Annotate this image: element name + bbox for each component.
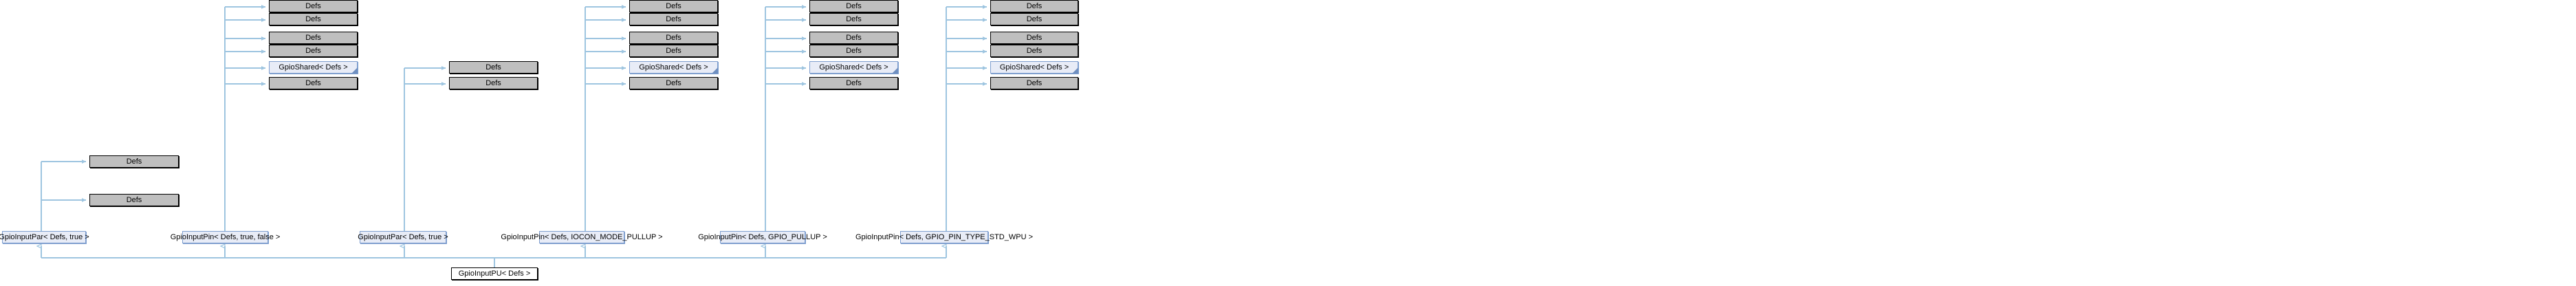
class-node-c5-defs-5[interactable]: Defs <box>809 77 898 89</box>
class-node-label: Defs <box>1026 78 1043 87</box>
class-node-label: Defs <box>305 46 321 55</box>
class-node-c6-shared[interactable]: GpioShared< Defs > <box>990 61 1078 74</box>
class-node-label: Defs <box>666 1 681 10</box>
class-node-label: Defs <box>305 33 321 42</box>
class-node-c4-defs-3[interactable]: Defs <box>629 32 718 44</box>
class-node-c3-base[interactable]: GpioInputPar< Defs, true > <box>358 231 448 243</box>
class-node-c3-defs-2[interactable]: Defs <box>449 77 538 89</box>
class-node-c2-defs-2[interactable]: Defs <box>269 13 358 25</box>
class-node-label: Defs <box>1026 14 1043 23</box>
class-node-c4-defs-5[interactable]: Defs <box>629 77 718 89</box>
class-node-label: Defs <box>485 78 501 87</box>
class-node-label: Defs <box>1026 46 1043 55</box>
class-node-c4-base[interactable]: GpioInputPin< Defs, IOCON_MODE_PULLUP > <box>501 231 663 243</box>
class-node-label: GpioShared< Defs > <box>639 63 708 72</box>
class-node-label: Defs <box>1026 33 1043 42</box>
class-node-label: Defs <box>305 14 321 23</box>
class-node-label: GpioInputPin< Defs, GPIO_PIN_TYPE_STD_WP… <box>855 232 1033 241</box>
class-node-label: Defs <box>126 157 142 166</box>
class-node-c4-shared[interactable]: GpioShared< Defs > <box>629 61 718 74</box>
class-node-c5-defs-1[interactable]: Defs <box>809 0 898 12</box>
class-node-label: GpioInputPU< Defs > <box>458 269 531 278</box>
class-node-label: Defs <box>666 78 681 87</box>
class-node-c1-defs-2[interactable]: Defs <box>89 194 179 206</box>
class-node-c1-defs-1[interactable]: Defs <box>89 155 179 168</box>
class-node-c2-defs-1[interactable]: Defs <box>269 0 358 12</box>
class-node-c6-base[interactable]: GpioInputPin< Defs, GPIO_PIN_TYPE_STD_WP… <box>855 231 1033 243</box>
class-node-label: Defs <box>485 63 501 72</box>
class-node-c3-defs-1[interactable]: Defs <box>449 61 538 74</box>
class-node-c2-defs-3[interactable]: Defs <box>269 32 358 44</box>
class-node-c5-shared[interactable]: GpioShared< Defs > <box>809 61 898 74</box>
class-node-label: GpioInputPin< Defs, IOCON_MODE_PULLUP > <box>501 232 663 241</box>
class-node-c6-defs-4[interactable]: Defs <box>990 45 1078 57</box>
class-node-c6-defs-3[interactable]: Defs <box>990 32 1078 44</box>
class-node-c5-defs-2[interactable]: Defs <box>809 13 898 25</box>
class-node-label: Defs <box>1026 1 1043 10</box>
class-node-c6-defs-1[interactable]: Defs <box>990 0 1078 12</box>
class-node-label: GpioInputPin< Defs, GPIO_PULLUP > <box>698 232 827 241</box>
class-node-label: Defs <box>846 14 862 23</box>
class-node-c6-defs-2[interactable]: Defs <box>990 13 1078 25</box>
class-node-c4-defs-1[interactable]: Defs <box>629 0 718 12</box>
class-node-label: Defs <box>846 33 862 42</box>
class-node-c4-defs-2[interactable]: Defs <box>629 13 718 25</box>
class-node-c2-shared[interactable]: GpioShared< Defs > <box>269 61 358 74</box>
class-node-label: GpioInputPar< Defs, true > <box>358 232 448 241</box>
class-node-label: GpioShared< Defs > <box>819 63 888 72</box>
class-node-root[interactable]: GpioInputPU< Defs > <box>451 267 538 280</box>
class-node-label: Defs <box>126 195 142 204</box>
class-node-label: GpioInputPar< Defs, true > <box>0 232 89 241</box>
class-node-label: Defs <box>666 14 681 23</box>
class-node-label: Defs <box>846 1 862 10</box>
class-node-c1-base[interactable]: GpioInputPar< Defs, true > <box>0 231 89 243</box>
class-node-c5-base[interactable]: GpioInputPin< Defs, GPIO_PULLUP > <box>698 231 827 243</box>
class-node-c2-defs-4[interactable]: Defs <box>269 45 358 57</box>
class-node-label: GpioShared< Defs > <box>999 63 1069 72</box>
class-node-label: Defs <box>305 1 321 10</box>
class-node-label: Defs <box>846 46 862 55</box>
class-node-c2-defs-5[interactable]: Defs <box>269 77 358 89</box>
class-node-label: Defs <box>666 33 681 42</box>
class-node-c5-defs-4[interactable]: Defs <box>809 45 898 57</box>
class-node-label: GpioShared< Defs > <box>279 63 348 72</box>
class-node-c6-defs-5[interactable]: Defs <box>990 77 1078 89</box>
class-node-c2-base[interactable]: GpioInputPin< Defs, true, false > <box>171 231 280 243</box>
class-node-c4-defs-4[interactable]: Defs <box>629 45 718 57</box>
class-node-label: Defs <box>305 78 321 87</box>
class-node-c5-defs-3[interactable]: Defs <box>809 32 898 44</box>
class-node-label: Defs <box>666 46 681 55</box>
class-node-label: GpioInputPin< Defs, true, false > <box>170 232 281 241</box>
class-node-label: Defs <box>846 78 862 87</box>
